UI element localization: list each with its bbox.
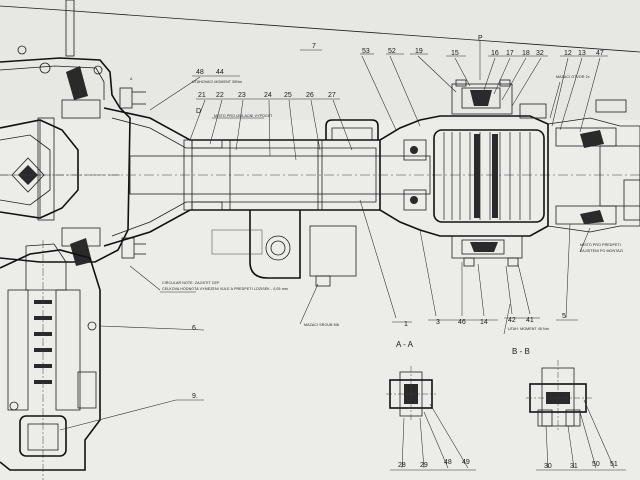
drive-shaft [0, 107, 640, 287]
callout-28: 28 [398, 462, 406, 469]
frame-line [59, 9, 640, 53]
callout-51: 51 [610, 461, 618, 468]
callout-24: 24 [264, 92, 272, 99]
callout-23: 23 [238, 92, 246, 99]
section-label-a: A - A [396, 340, 414, 349]
callout-48b: 48 [444, 459, 452, 466]
callout-41: 41 [526, 317, 534, 324]
top-lever [65, 0, 75, 57]
section-a-view [386, 366, 436, 422]
section-label-b: B - B [512, 347, 530, 356]
callout-25: 25 [284, 92, 292, 99]
callout-31: 31 [570, 463, 578, 470]
callout-19: 19 [415, 48, 423, 55]
callout-48: 48 [196, 69, 204, 76]
bolt-icon [39, 62, 51, 74]
callout-18: 18 [522, 50, 530, 57]
callout-21: 21 [198, 92, 206, 99]
callout-49: 49 [462, 459, 470, 466]
bolt-icon [119, 87, 133, 109]
callout-53: 53 [362, 48, 370, 55]
callout-27: 27 [328, 92, 336, 99]
note-lube-screw: MAZACI SROUB M8 [304, 323, 339, 327]
callout-47: 47 [596, 50, 604, 57]
lower-gearbox [0, 240, 101, 480]
callout-44: 44 [216, 69, 224, 76]
view-mark-d: D [196, 108, 201, 115]
mount-hole-icon [265, 235, 291, 261]
callout-9: 9. [192, 393, 198, 400]
callout-15: 15 [451, 50, 459, 57]
view-mark-a: A [130, 77, 133, 81]
note-lube-hole: MAZACI OTVOR 2x [556, 75, 590, 79]
leader-lines [59, 40, 626, 471]
note-clearance: CELKOVA HODNOTA VYMEZENI VULE A PREDPETI… [162, 287, 288, 291]
note-isolation: MISTO PRO IZOLACNI VYPOCET [214, 114, 273, 118]
note-pin: CIRCULAR NOTE: ZAJISTIT CEP [162, 281, 220, 285]
callout-6: 6. [192, 325, 198, 332]
callout-5: 5 [562, 313, 566, 320]
callout-52: 52 [388, 48, 396, 55]
callout-1: 1 [404, 321, 408, 328]
right-gear-housing [379, 79, 640, 267]
callout-14: 14 [480, 319, 488, 326]
callout-17: 17 [506, 50, 514, 57]
callout-7: 7 [312, 43, 316, 50]
callout-16: 16 [491, 50, 499, 57]
note-securing: ZAJISTENI PO MONTAZI [580, 249, 623, 253]
note-preload: MISTO PRO PREDPETI [580, 243, 621, 247]
note-torque-1: UTAHOVACI MOMENT 30Nm [192, 80, 242, 84]
callout-26: 26 [306, 92, 314, 99]
callout-50: 50 [592, 461, 600, 468]
callout-46: 46 [458, 319, 466, 326]
note-torque-2: UTAH. MOMENT 45 Nm [508, 327, 549, 331]
callout-13: 13 [578, 50, 586, 57]
callout-30: 30 [544, 463, 552, 470]
callout-42: 42 [508, 317, 516, 324]
callout-12: 12 [564, 50, 572, 57]
callout-22: 22 [216, 92, 224, 99]
view-mark-p: P [478, 35, 483, 42]
callout-29: 29 [420, 462, 428, 469]
section-b-view [526, 360, 592, 432]
callout-32: 32 [536, 50, 544, 57]
callout-3: 3 [436, 319, 440, 326]
